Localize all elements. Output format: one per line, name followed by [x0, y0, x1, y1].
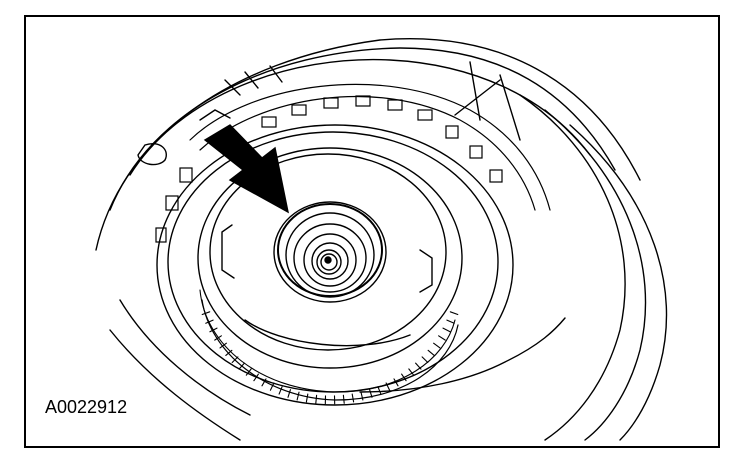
spline-tooth [315, 394, 318, 404]
spline-tooth [369, 389, 373, 398]
spline-tooth [433, 342, 441, 349]
spline-tooth [342, 394, 345, 404]
spline-tooth [415, 362, 422, 370]
spline-tooth [209, 327, 218, 333]
spline-tooth [278, 386, 283, 395]
spline-tooth [269, 382, 275, 391]
spline-tooth [377, 386, 382, 395]
splined-ring [199, 289, 459, 405]
center-shaft [316, 249, 342, 275]
transmission-case [95, 38, 668, 441]
spline-tooth [442, 327, 451, 333]
spline-tooth [438, 335, 446, 341]
figure-frame [24, 15, 720, 448]
spline-tooth [449, 311, 459, 316]
clutch-drum [156, 124, 514, 406]
spline-tooth [253, 373, 259, 382]
spline-tooth [401, 373, 407, 382]
figure-id-label: A0022912 [45, 397, 128, 417]
spline-tooth [385, 382, 391, 391]
splined-hub [273, 201, 387, 303]
spline-tooth [421, 356, 429, 364]
spline-tooth [231, 356, 239, 364]
spline-tooth [393, 378, 399, 387]
spline-tooth [287, 389, 291, 398]
spline-tooth [427, 349, 435, 356]
spline-tooth [219, 342, 227, 349]
spline-tooth [201, 311, 211, 316]
spline-tooth [205, 319, 214, 324]
spline-tooth [408, 368, 415, 376]
spline-tooth [225, 349, 233, 356]
spline-tooth [238, 362, 245, 370]
spline-tooth [360, 391, 364, 401]
clutch-basket-teeth [155, 83, 551, 243]
spline-tooth [446, 319, 455, 324]
spline-tooth [305, 393, 309, 403]
spline-tooth [261, 378, 267, 387]
spline-tooth [245, 368, 252, 376]
spline-tooth [351, 393, 355, 403]
spline-tooth [296, 391, 300, 401]
pointer-arrow [203, 124, 289, 214]
spline-tooth [214, 335, 222, 341]
